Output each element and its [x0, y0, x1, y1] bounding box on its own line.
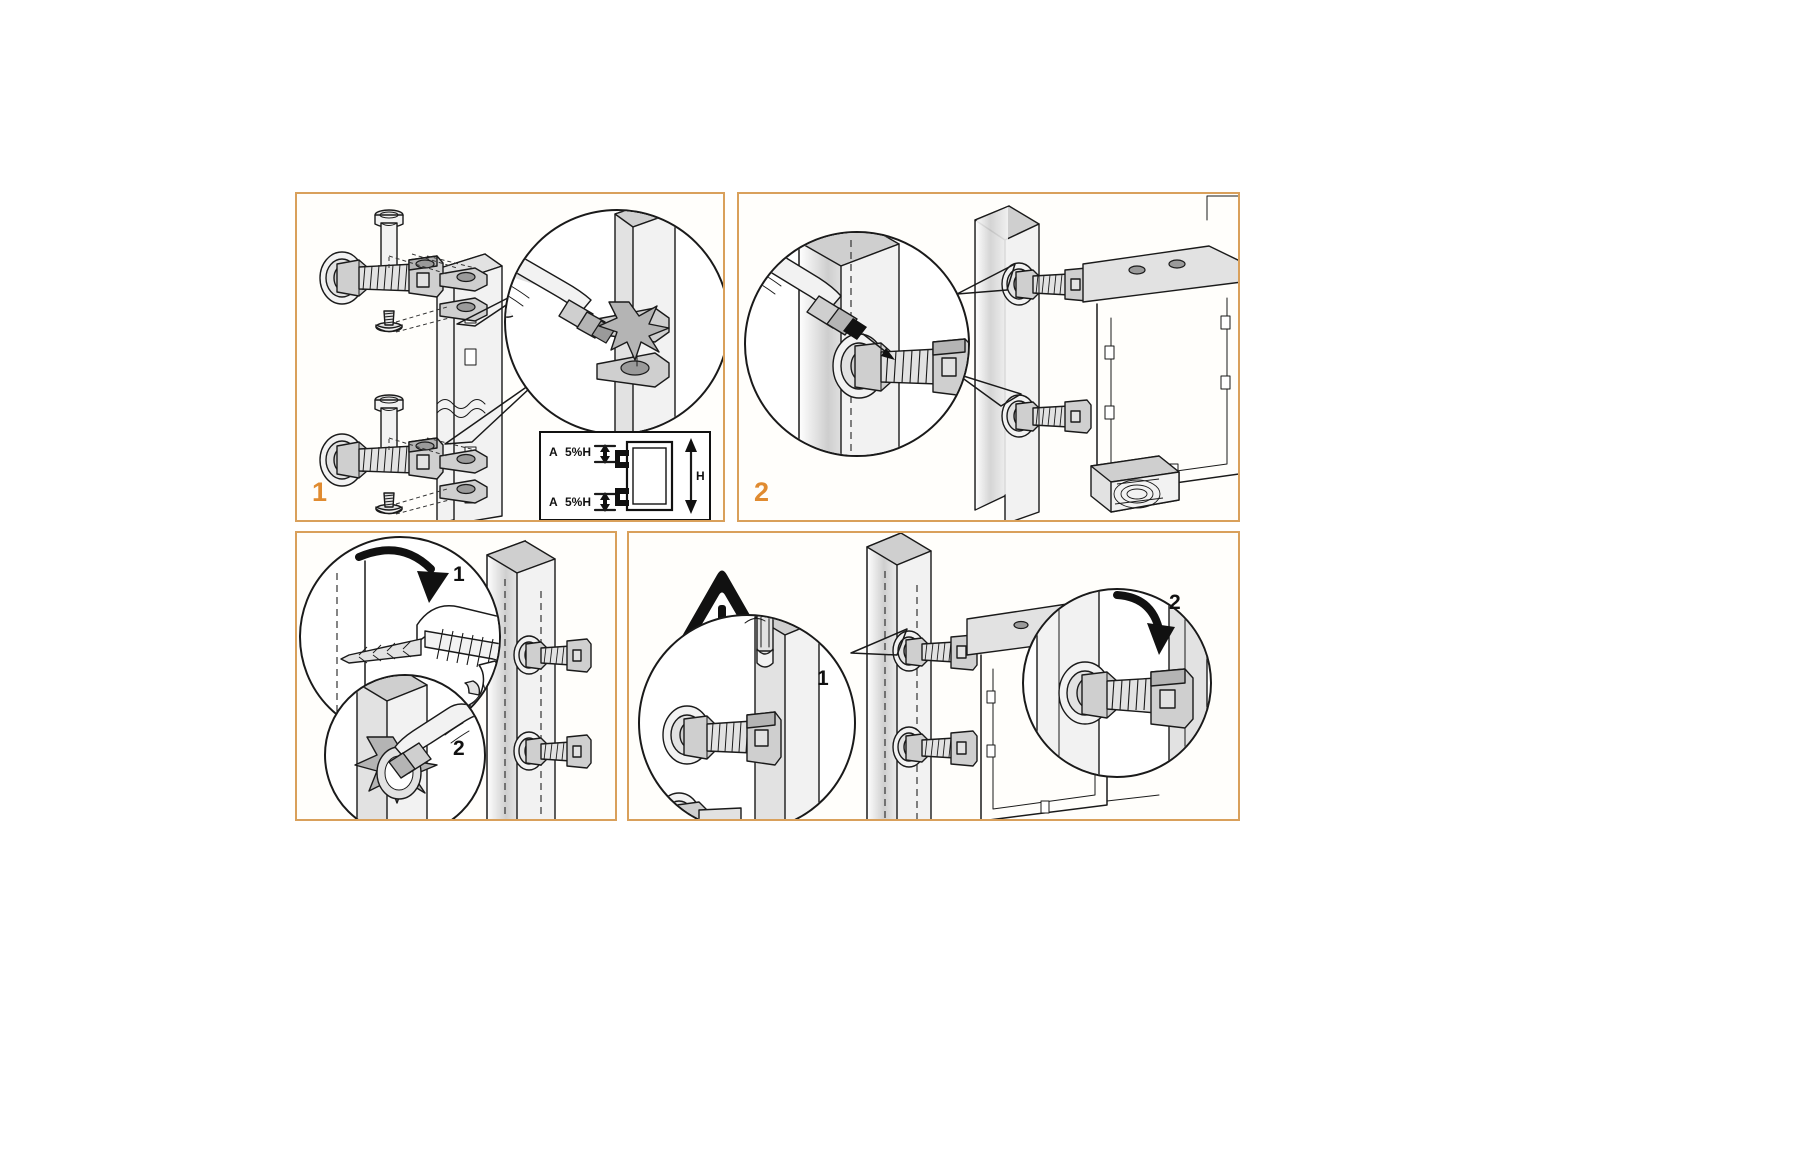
hinge-bolt-upper-p4 [892, 630, 978, 672]
square-post-icon [486, 539, 556, 819]
callout-number-2: 2 [453, 737, 465, 760]
hinge-bolt-lower [319, 394, 488, 515]
step-number-2: 2 [754, 477, 770, 507]
dim-value-bottom: 5%H [565, 495, 591, 509]
dim-height-H: H [685, 438, 705, 514]
marker-pen-icon [388, 703, 480, 779]
hinge-bolt-lower-p4 [892, 726, 978, 768]
panel-step-4: 1 [627, 531, 1240, 821]
hinge-bolt-lower-p3 [513, 731, 592, 771]
panel-1-illustration: A 5%H A 5%H [319, 209, 723, 520]
panel-3-illustration: 1 [299, 536, 592, 819]
screw-lower [375, 492, 403, 515]
carriage-bolt-upper [374, 209, 404, 269]
dim-label-a-bottom: A [549, 495, 558, 509]
dim-label-H: H [696, 469, 705, 483]
panel-4-illustration: 1 [638, 533, 1212, 819]
rotation-arrow-2 [1113, 591, 1175, 655]
hinge-bolt-upper-post [1001, 262, 1092, 306]
panel-step-3: 1 [295, 531, 617, 821]
screw-upper [375, 310, 403, 333]
dim-arrow-top [593, 444, 629, 468]
panel-step-1: A 5%H A 5%H [295, 192, 725, 522]
square-post-icon [866, 533, 932, 819]
dim-value-top: 5%H [565, 445, 591, 459]
hinge-pin [756, 616, 774, 668]
magnified-detail-marking-post [744, 231, 1022, 457]
magnified-detail-tighten: 2 [1022, 588, 1212, 778]
square-post-icon [974, 205, 1040, 520]
magnified-detail-drilling: 1 [299, 536, 501, 738]
callout-number-1-p4: 1 [817, 667, 829, 690]
wood-block-icon [1090, 455, 1180, 513]
dim-arrow-bottom [593, 488, 629, 512]
panel-2-illustration [744, 195, 1238, 520]
step-number-1: 1 [312, 477, 328, 507]
panel-step-2: 2 [737, 192, 1240, 522]
dimension-diagram: A 5%H A 5%H [539, 431, 711, 520]
rotation-arrow-1 [355, 546, 449, 603]
hinge-bolt-lower-post [1001, 394, 1092, 438]
magnified-detail-insert-pin: 1 [638, 614, 908, 819]
callout-number-1: 1 [453, 563, 465, 586]
callout-number-2-p4: 2 [1169, 591, 1181, 614]
dim-label-a-top: A [549, 445, 558, 459]
hinge-bolt-upper [319, 209, 488, 333]
magnified-detail-marking-p3: 2 [324, 674, 486, 819]
gate-frame-icon [1082, 245, 1238, 495]
hinge-bolt-upper-p3 [513, 635, 592, 675]
